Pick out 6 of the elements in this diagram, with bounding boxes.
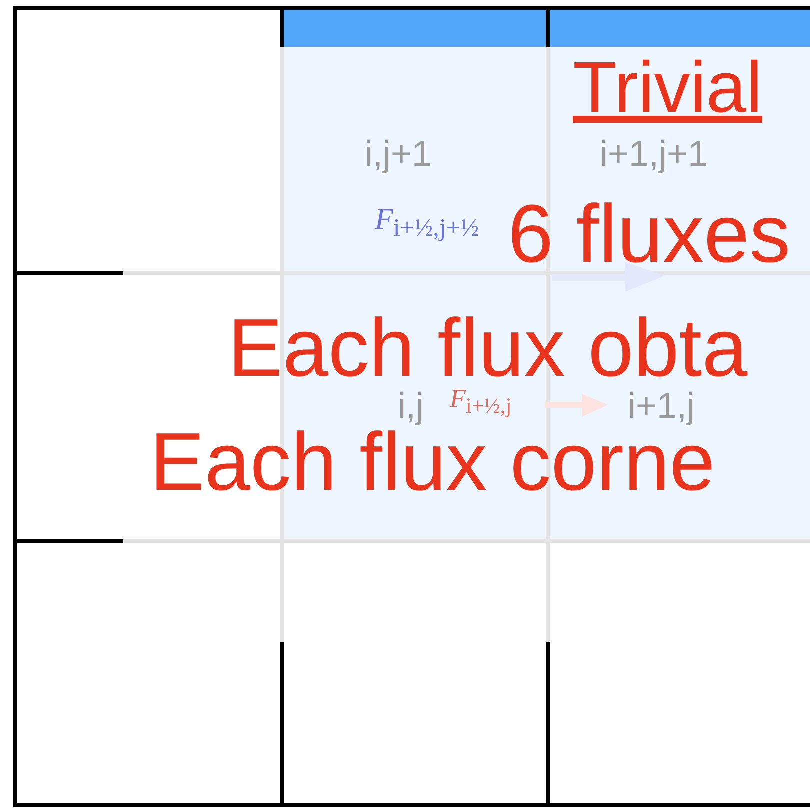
overlay-text: 6 fluxes [508, 194, 791, 276]
flux-label: F$_{i+½,j+½}$ [375, 205, 480, 241]
cell-label: i+1,j [628, 388, 696, 424]
cell-label: i+1,j+1 [600, 136, 708, 172]
cell-label: i,j+1 [365, 136, 432, 172]
heading: Trivial [573, 52, 762, 124]
